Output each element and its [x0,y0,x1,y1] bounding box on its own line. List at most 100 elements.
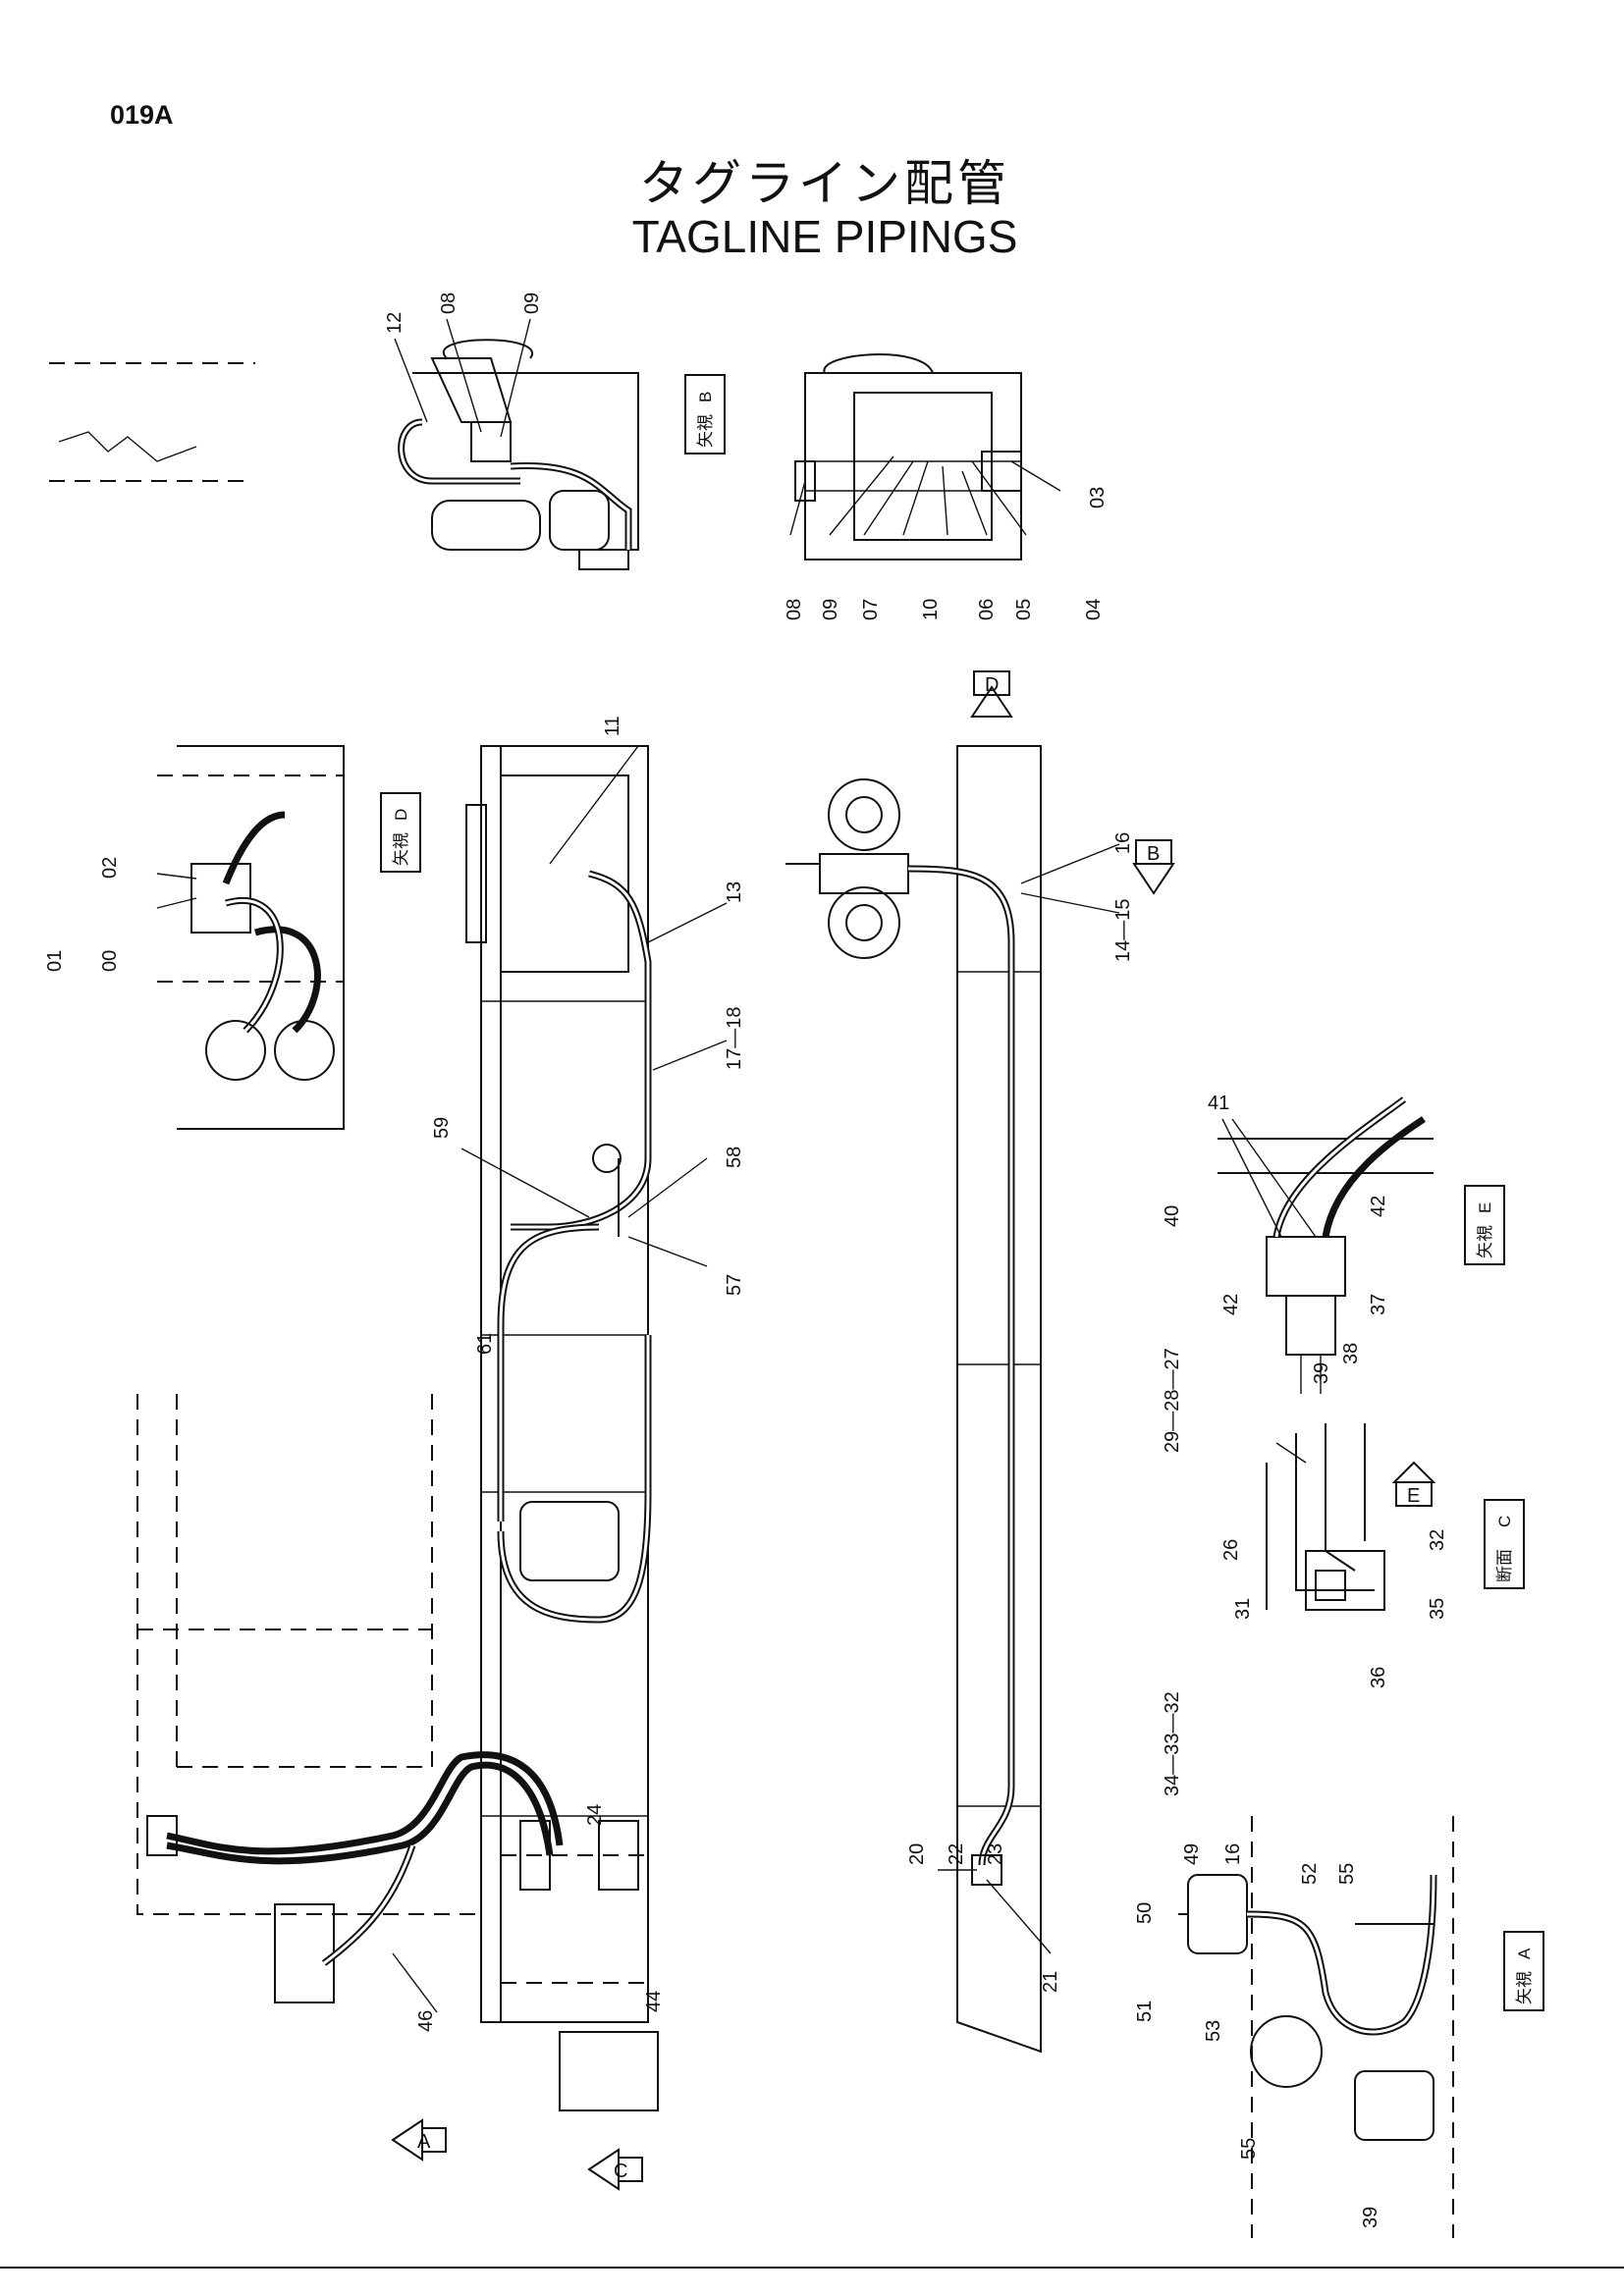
view-a-assembly [1178,1816,1454,2238]
callout-09: 09 [820,599,841,620]
view-e-tag: 矢視 E [1464,1185,1505,1265]
callout-02: 02 [99,857,121,879]
callout-29-27: 29—28—27 [1162,1348,1183,1453]
view-e-assembly [1218,1096,1434,1394]
callout-32-top: 32 [1427,1529,1448,1551]
valve-block-assembly [789,353,1061,561]
view-arrow-a: A [391,2118,447,2162]
callout-11: 11 [602,716,623,736]
callout-01: 01 [44,950,66,972]
callout-12: 12 [384,312,406,334]
callout-17-18: 17—18 [724,1007,745,1071]
view-b-kanji: 矢視 [696,414,715,448]
callout-42-right: 42 [1368,1196,1389,1217]
main-frame [465,745,659,2111]
callout-55-bottom: 55 [1238,2138,1260,2160]
view-b-assembly [49,318,639,570]
view-a-letter: A [1515,1948,1534,1959]
callout-34-32: 34—33—32 [1162,1691,1183,1796]
callout-38: 38 [1340,1343,1362,1364]
title-block: タグライン配管 TAGLINE PIPINGS [550,157,1100,263]
callout-53: 53 [1203,2020,1224,2042]
callout-08: 08 [784,599,805,620]
callout-52: 52 [1299,1863,1321,1885]
callout-07: 07 [860,599,882,620]
section-c-assembly [1266,1423,1385,1611]
view-arrow-b: B [1132,839,1175,895]
callout-05: 05 [1013,599,1035,620]
view-a-kanji: 矢視 [1515,1971,1534,2004]
section-c-kanji: 断面 [1495,1549,1514,1582]
callouts-main-frame: 11 13 17—18 59 58 57 61 24 44 46 [415,716,745,2032]
callouts-view-e: 41 40 42 42 37 38 39 [1162,1093,1389,1384]
callout-00: 00 [99,950,121,972]
callout-36: 36 [1368,1667,1389,1688]
view-e-letter: E [1476,1202,1494,1213]
view-arrow-b-letter: B [1147,843,1160,865]
callout-39: 39 [1360,2207,1381,2228]
title-english: TAGLINE PIPINGS [631,211,1018,262]
callouts-view-b: 12 08 09 [384,293,543,334]
callout-57: 57 [724,1274,745,1296]
callouts-view-a: 49 16 52 55 50 51 53 55 39 [1134,1843,1381,2228]
callout-13: 13 [724,881,745,903]
title-japanese: タグライン配管 [639,155,1010,212]
callout-40: 40 [1162,1205,1183,1227]
callout-41: 41 [1208,1093,1229,1114]
callout-10: 10 [920,599,942,620]
callout-09: 09 [521,293,543,314]
callout-39: 39 [1311,1362,1332,1384]
callout-42-left: 42 [1220,1294,1242,1315]
side-frame [785,745,1042,2054]
view-arrow-d-letter: D [985,674,999,696]
callout-24: 24 [584,1804,606,1826]
view-d-kanji: 矢視 [392,832,410,866]
view-a-tag: 矢視 A [1503,1931,1544,2011]
callout-06: 06 [976,599,998,620]
callout-22: 22 [946,1843,967,1865]
view-d-letter: D [392,809,410,821]
callout-37: 37 [1368,1294,1389,1315]
callout-35: 35 [1427,1598,1448,1620]
callout-50: 50 [1134,1902,1156,1924]
callout-58: 58 [724,1147,745,1168]
callout-26: 26 [1220,1539,1242,1561]
callout-08: 08 [438,293,460,314]
callout-04: 04 [1083,599,1105,620]
view-d-tag: 矢視 D [380,792,421,873]
callout-31: 31 [1232,1598,1254,1620]
view-d-assembly [156,745,345,1130]
callout-16: 16 [1222,1843,1244,1865]
callouts-section-c: 29—28—27 26 32 31 35 36 34—33—32 [1162,1348,1448,1796]
page-code: 019A [110,100,174,130]
callout-20: 20 [906,1843,928,1865]
callout-23: 23 [985,1843,1006,1865]
callouts-valve-block: 03 08 09 07 10 06 05 04 [784,487,1109,620]
left-carbody [136,1394,564,2013]
view-b-tag: 矢視 B [684,374,726,454]
view-arrow-a-letter: A [417,2131,431,2153]
view-arrow-c-letter: C [614,2161,627,2182]
callout-61: 61 [474,1333,496,1355]
callout-46: 46 [415,2010,437,2032]
callout-49: 49 [1181,1843,1203,1865]
view-arrow-c: C [587,2148,643,2191]
callout-16: 16 [1112,832,1134,854]
callout-59: 59 [431,1117,453,1139]
callout-44: 44 [643,1991,665,2012]
view-arrow-d: D [970,670,1013,718]
view-e-kanji: 矢視 [1476,1225,1494,1258]
callout-51: 51 [1134,2001,1156,2022]
section-c-tag: 断面 C [1484,1499,1525,1589]
callout-03: 03 [1087,487,1109,508]
callout-21: 21 [1040,1971,1061,1993]
view-arrow-e-letter: E [1407,1485,1420,1507]
view-arrow-e: E [1391,1461,1436,1507]
callout-55-top: 55 [1336,1863,1358,1885]
callouts-view-d: 02 01 00 [44,857,121,972]
view-b-letter: B [696,392,715,402]
section-c-letter: C [1495,1516,1514,1527]
callout-14-15: 14—15 [1112,899,1134,963]
callouts-side-frame: 16 14—15 20 22 23 21 [906,832,1134,1993]
